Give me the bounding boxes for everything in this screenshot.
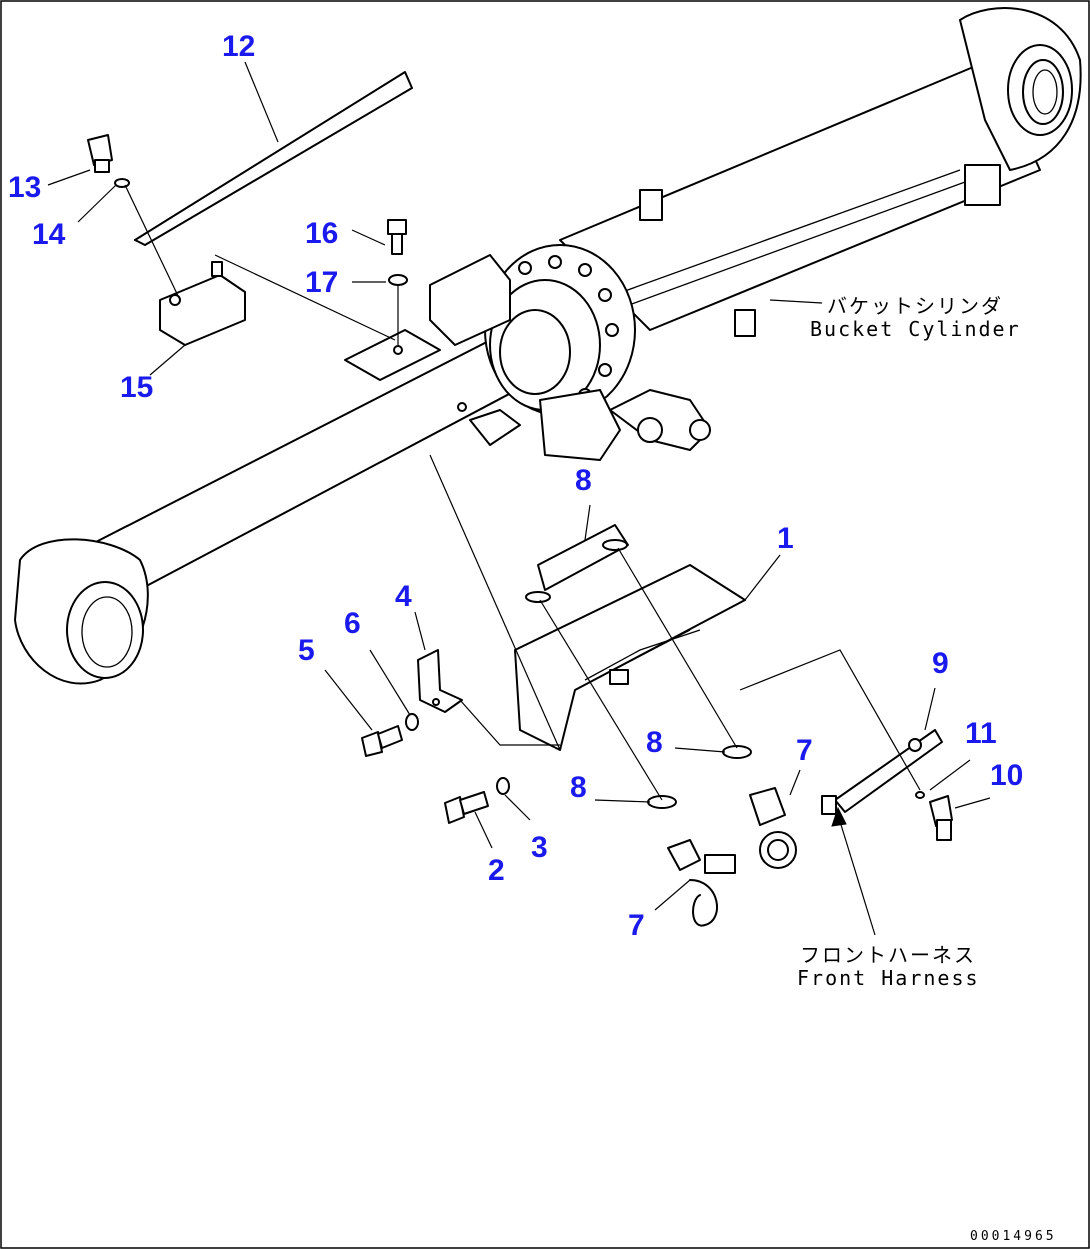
callout-3: 3 [531, 831, 548, 864]
bucket-cylinder-label-jp: バケットシリンダ [827, 294, 1003, 318]
callout-15: 15 [120, 371, 153, 404]
callout-5: 5 [298, 634, 315, 667]
callout-11: 11 [965, 717, 997, 750]
cover-assembly [417, 524, 746, 751]
callout-17: 17 [305, 266, 338, 299]
callout-8-mid: 8 [646, 726, 663, 759]
hardware [87, 71, 953, 927]
callout-16: 16 [305, 217, 338, 250]
bucket-cylinder-drawing [14, 7, 1082, 685]
callout-14: 14 [32, 218, 66, 251]
drawing-number: 00014965 [970, 1229, 1057, 1244]
bucket-cylinder-label-en: Bucket Cylinder [810, 317, 1021, 341]
callout-13: 13 [8, 171, 41, 204]
callout-8-top: 8 [575, 464, 592, 497]
callout-7-right: 7 [796, 734, 813, 767]
callout-8-low: 8 [570, 771, 587, 804]
callout-10: 10 [990, 759, 1023, 792]
front-harness-label-jp: フロントハーネス [800, 943, 976, 967]
leader-lines [47, 61, 991, 936]
callout-1: 1 [777, 522, 794, 555]
front-harness-label-en: Front Harness [797, 966, 980, 990]
callout-9: 9 [932, 647, 949, 680]
captions: バケットシリンダ Bucket Cylinder フロントハーネス Front … [797, 294, 1057, 1244]
callout-7-left: 7 [628, 909, 645, 942]
callout-12: 12 [222, 30, 255, 63]
callout-2: 2 [488, 854, 505, 887]
callout-numbers: 12 13 14 15 16 17 8 1 4 5 6 9 11 10 8 7 … [8, 30, 1023, 942]
callout-4: 4 [395, 580, 412, 613]
callout-6: 6 [344, 607, 361, 640]
